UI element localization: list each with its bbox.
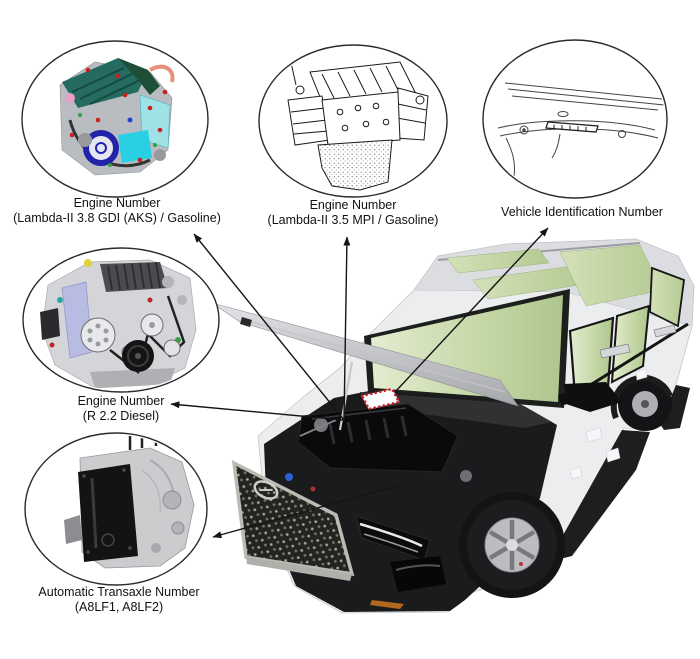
cowl-panel bbox=[360, 392, 552, 428]
label-line: (R 2.2 Diesel) bbox=[82, 409, 160, 423]
leader-line-engine-r22 bbox=[170, 401, 345, 421]
engine-cover bbox=[297, 403, 459, 473]
palisade-suv-photo bbox=[211, 238, 695, 614]
open-hood bbox=[211, 302, 519, 431]
leader-line-engine-38 bbox=[193, 233, 345, 421]
callout-circle-vin bbox=[482, 39, 668, 199]
label-line: (A8LF1, A8LF2) bbox=[74, 600, 164, 614]
label-line: Engine Number bbox=[309, 198, 397, 212]
label-line: Vehicle Identification Number bbox=[501, 205, 663, 219]
engine-bay-details bbox=[285, 418, 472, 609]
vin-plate-marker bbox=[360, 387, 401, 411]
label-transaxle-number: Automatic Transaxle Number (A8LF1, A8LF2… bbox=[8, 585, 230, 615]
leader-line-vin bbox=[395, 227, 549, 392]
illustration-engine-3-5-mpi bbox=[287, 57, 429, 191]
rear-wheel bbox=[610, 374, 673, 431]
illustration-engine-r22-diesel bbox=[40, 259, 197, 389]
label-engine-number-r22: Engine Number (R 2.2 Diesel) bbox=[30, 394, 212, 424]
leader-line-engine-35 bbox=[343, 236, 351, 421]
hyundai-logo bbox=[253, 480, 279, 500]
illustration-vin-location bbox=[497, 82, 665, 177]
hood-prop-rod bbox=[338, 361, 354, 431]
tape-strips bbox=[569, 368, 648, 480]
rocker-trim bbox=[548, 430, 650, 562]
label-line: (Lambda-II 3.8 GDI (AKS) / Gasoline) bbox=[13, 211, 221, 225]
front-grille bbox=[231, 459, 355, 581]
illustration-transaxle bbox=[64, 435, 195, 569]
label-vin: Vehicle Identification Number bbox=[480, 205, 684, 220]
label-line: Automatic Transaxle Number bbox=[38, 585, 200, 599]
leader-line-transaxle bbox=[212, 484, 401, 539]
leader-lines bbox=[170, 227, 549, 539]
label-line: (Lambda-II 3.5 MPI / Gasoline) bbox=[267, 213, 439, 227]
label-line: Engine Number bbox=[77, 394, 165, 408]
headlight bbox=[355, 515, 446, 592]
door-mirror bbox=[558, 382, 622, 412]
door-handles bbox=[599, 324, 677, 359]
front-wheel bbox=[459, 492, 565, 598]
label-engine-number-3-5: Engine Number (Lambda-II 3.5 MPI / Gasol… bbox=[244, 198, 462, 228]
roof-film-patches bbox=[446, 244, 663, 307]
label-line: Engine Number bbox=[73, 196, 161, 210]
illustration-engine-3-8-gdi bbox=[59, 58, 175, 176]
hood-latch bbox=[240, 317, 252, 327]
label-engine-number-3-8: Engine Number (Lambda-II 3.8 GDI (AKS) /… bbox=[2, 196, 232, 226]
